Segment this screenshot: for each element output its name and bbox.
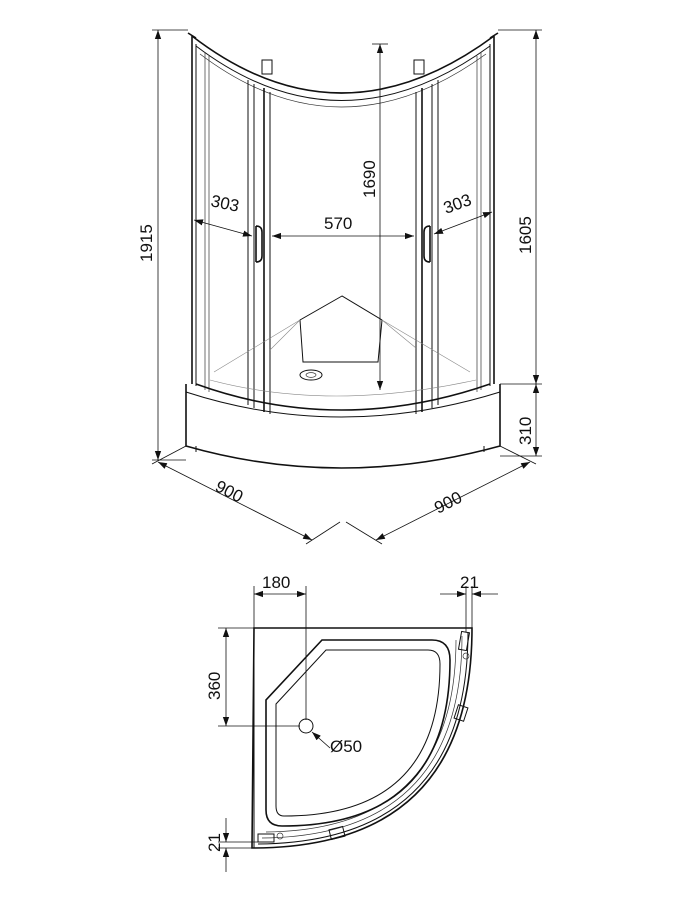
right-door-handle: [423, 225, 431, 263]
dim-drain-offset-y-label: 360: [205, 672, 224, 700]
dim-width-left-label: 900: [212, 477, 246, 507]
top-frame: [187, 32, 499, 108]
dim-entry-width-label: 570: [324, 214, 352, 233]
dim-drain-offset-x-label: 180: [262, 573, 290, 592]
tray-basin: [265, 639, 451, 827]
elevation-view: 1915 1690 1605 310 303 570: [137, 29, 542, 545]
dim-profile-bottom-label: 21: [205, 833, 224, 852]
dim-width-right: 900: [345, 445, 537, 545]
shower-tray-base: [185, 383, 501, 469]
dim-tray-height: 310: [500, 384, 542, 457]
dim-width-right-label: 900: [431, 488, 465, 518]
dim-door-left: 303: [193, 191, 253, 237]
shower-tray-interior: [209, 295, 477, 397]
dim-total-height: 1915: [137, 29, 188, 461]
dim-total-height-label: 1915: [137, 224, 156, 262]
dim-profile-right: 21: [440, 573, 498, 632]
dim-entry-width: 570: [272, 214, 414, 240]
drain: [298, 718, 331, 749]
dim-door-height: 1690: [360, 43, 388, 390]
dim-frame-height: 1605: [498, 29, 542, 385]
dim-width-left: 900: [151, 445, 341, 545]
right-glass-panel: [413, 36, 495, 414]
dim-door-height-label: 1690: [360, 160, 379, 198]
dim-door-left-label: 303: [209, 191, 241, 215]
door-rollers: [257, 630, 471, 843]
dim-profile-bottom: 21: [205, 818, 258, 872]
tray-outline: [251, 627, 473, 849]
left-door-handle: [255, 225, 263, 263]
dim-drain-offset-y: 360: [205, 627, 300, 727]
left-glass-panel: [191, 36, 273, 414]
dim-tray-height-label: 310: [516, 417, 535, 445]
plan-view: Ø50 180 360: [205, 573, 498, 872]
dim-profile-right-label: 21: [460, 573, 479, 592]
dim-door-right: 303: [433, 190, 493, 235]
dim-drain-diameter-label: Ø50: [330, 737, 362, 756]
dim-drain-offset-x: 180: [253, 573, 307, 720]
dim-door-right-label: 303: [441, 190, 474, 218]
dim-frame-height-label: 1605: [516, 216, 535, 254]
